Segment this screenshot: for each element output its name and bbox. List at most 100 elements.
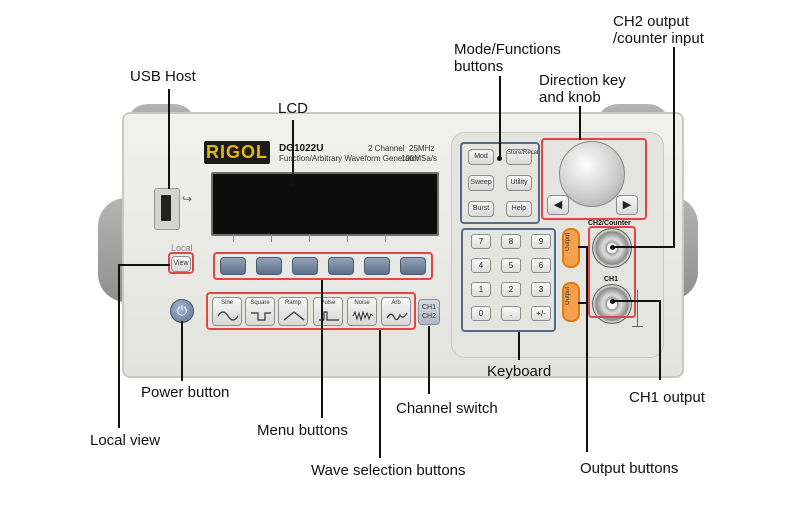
noise-wave-icon — [352, 310, 374, 322]
label-mode-functions: Mode/Functions buttons — [454, 41, 561, 75]
keypad-highlight — [461, 228, 556, 332]
label-menu-buttons: Menu buttons — [257, 422, 348, 439]
menu-button-2[interactable] — [256, 257, 282, 275]
ch2-output-label: Output — [565, 233, 571, 252]
left-arrow-button[interactable]: ◀ — [547, 195, 569, 215]
lcd-bottom-ticks — [233, 234, 423, 242]
ch1-connector-label: CH1 — [604, 276, 619, 283]
wave-label-arb: Arb — [391, 300, 401, 306]
label-keyboard: Keyboard — [487, 363, 552, 380]
menu-button-6[interactable] — [400, 257, 426, 275]
right-arrow-button[interactable]: ▶ — [616, 195, 638, 215]
key-7[interactable]: 7 — [471, 234, 491, 249]
channel-switch-button[interactable]: CH1 CH2 — [418, 299, 440, 325]
label-mode-functions-line1: Mode/Functions — [454, 41, 561, 58]
wave-label-ramp: Ramp — [284, 300, 301, 306]
lcd-screen — [211, 172, 439, 236]
label-ch2-output: CH2 output /counter input — [613, 13, 704, 47]
menu-buttons-highlight — [213, 252, 433, 280]
menu-button-4[interactable] — [328, 257, 354, 275]
key-9[interactable]: 9 — [531, 234, 551, 249]
wave-button-pulse[interactable]: Pulse — [313, 297, 343, 326]
usb-host-port[interactable] — [154, 188, 180, 230]
wave-button-arb[interactable]: Arb — [381, 297, 411, 326]
leader-ch1-horizontal — [613, 300, 661, 302]
utility-button[interactable]: Utility — [506, 175, 532, 191]
label-ch2-output-line2: /counter input — [613, 30, 704, 47]
local-view-button[interactable]: View — [171, 256, 191, 272]
sample-rate: 100MSa/s — [401, 154, 438, 163]
leader-wave — [379, 330, 381, 458]
label-wave-selection: Wave selection buttons — [311, 462, 466, 479]
label-mode-functions-line2: buttons — [454, 58, 504, 75]
key-0[interactable]: 0 — [471, 306, 491, 321]
leader-ch2-dot — [610, 245, 615, 250]
sweep-button[interactable]: Sweep — [468, 175, 494, 191]
store-recall-button[interactable]: Store/Recall — [506, 149, 540, 165]
wave-label-noise: Noise — [354, 300, 370, 306]
wave-button-ramp[interactable]: Ramp — [278, 297, 308, 326]
key-decimal[interactable]: . — [501, 306, 521, 321]
leader-mode — [499, 76, 501, 158]
label-local-view: Local view — [90, 432, 161, 449]
mod-button[interactable]: Mod — [468, 149, 494, 165]
leader-lcd — [292, 120, 294, 184]
wave-label-square: Square — [250, 300, 270, 306]
key-6[interactable]: 6 — [531, 258, 551, 273]
label-power-button: Power button — [141, 384, 230, 401]
leader-usb-host — [168, 89, 170, 189]
help-button[interactable]: Help — [506, 201, 532, 217]
menu-button-3[interactable] — [292, 257, 318, 275]
leader-local-view-horizontal — [118, 264, 170, 266]
label-channel-switch: Channel switch — [396, 400, 498, 417]
ch2-counter-label: CH2/Counter — [588, 220, 631, 227]
ch2-output-button[interactable]: Output — [562, 228, 580, 268]
key-2[interactable]: 2 — [501, 282, 521, 297]
key-3[interactable]: 3 — [531, 282, 551, 297]
local-label: Local — [171, 243, 193, 253]
rotary-knob[interactable] — [559, 141, 625, 207]
label-output-buttons: Output buttons — [580, 460, 679, 477]
label-ch1-output: CH1 output — [629, 389, 705, 406]
square-wave-icon — [251, 312, 271, 321]
ground-symbol — [637, 290, 638, 326]
leader-keyboard — [518, 332, 520, 360]
key-5[interactable]: 5 — [501, 258, 521, 273]
key-1[interactable]: 1 — [471, 282, 491, 297]
pulse-wave-icon — [319, 311, 339, 321]
leader-local-view-vertical — [118, 264, 120, 428]
leader-channel-switch — [428, 326, 430, 394]
ramp-wave-icon — [283, 311, 305, 321]
wave-buttons-highlight — [206, 292, 416, 330]
channel-switch-ch2: CH2 — [421, 313, 436, 320]
outputs-highlight — [588, 226, 636, 318]
leader-mode-dot — [497, 156, 502, 161]
menu-button-5[interactable] — [364, 257, 390, 275]
key-8[interactable]: 8 — [501, 234, 521, 249]
leader-menu — [321, 280, 323, 418]
arb-wave-icon — [386, 312, 408, 321]
model-name: DG1022U — [279, 143, 324, 154]
leader-ch1-output — [659, 300, 661, 380]
wave-label-pulse: Pulse — [320, 300, 336, 306]
channel-switch-ch1: CH1 — [421, 304, 436, 311]
label-direction-key: Direction key and knob — [539, 72, 626, 106]
burst-button[interactable]: Burst — [468, 201, 494, 217]
brand-logo: RIGOL — [204, 141, 270, 164]
model-description: Function/Arbitrary Waveform Generator — [279, 154, 419, 163]
label-usb-host: USB Host — [130, 68, 196, 85]
menu-button-1[interactable] — [220, 257, 246, 275]
ch1-output-label: Output — [565, 287, 571, 306]
leader-output-ch1-tick — [578, 302, 588, 304]
leader-output-buttons — [586, 246, 588, 452]
key-sign[interactable]: +/- — [531, 306, 551, 321]
power-button[interactable]: ⏻ — [170, 299, 194, 323]
wave-button-noise[interactable]: Noise — [347, 297, 377, 326]
sine-wave-icon — [217, 311, 239, 321]
key-4[interactable]: 4 — [471, 258, 491, 273]
usb-icon: ↪ — [182, 192, 193, 206]
wave-button-square[interactable]: Square — [245, 297, 275, 326]
leader-lcd-dot — [290, 182, 295, 187]
wave-button-sine[interactable]: Sine — [212, 297, 242, 326]
leader-direction — [579, 106, 581, 140]
